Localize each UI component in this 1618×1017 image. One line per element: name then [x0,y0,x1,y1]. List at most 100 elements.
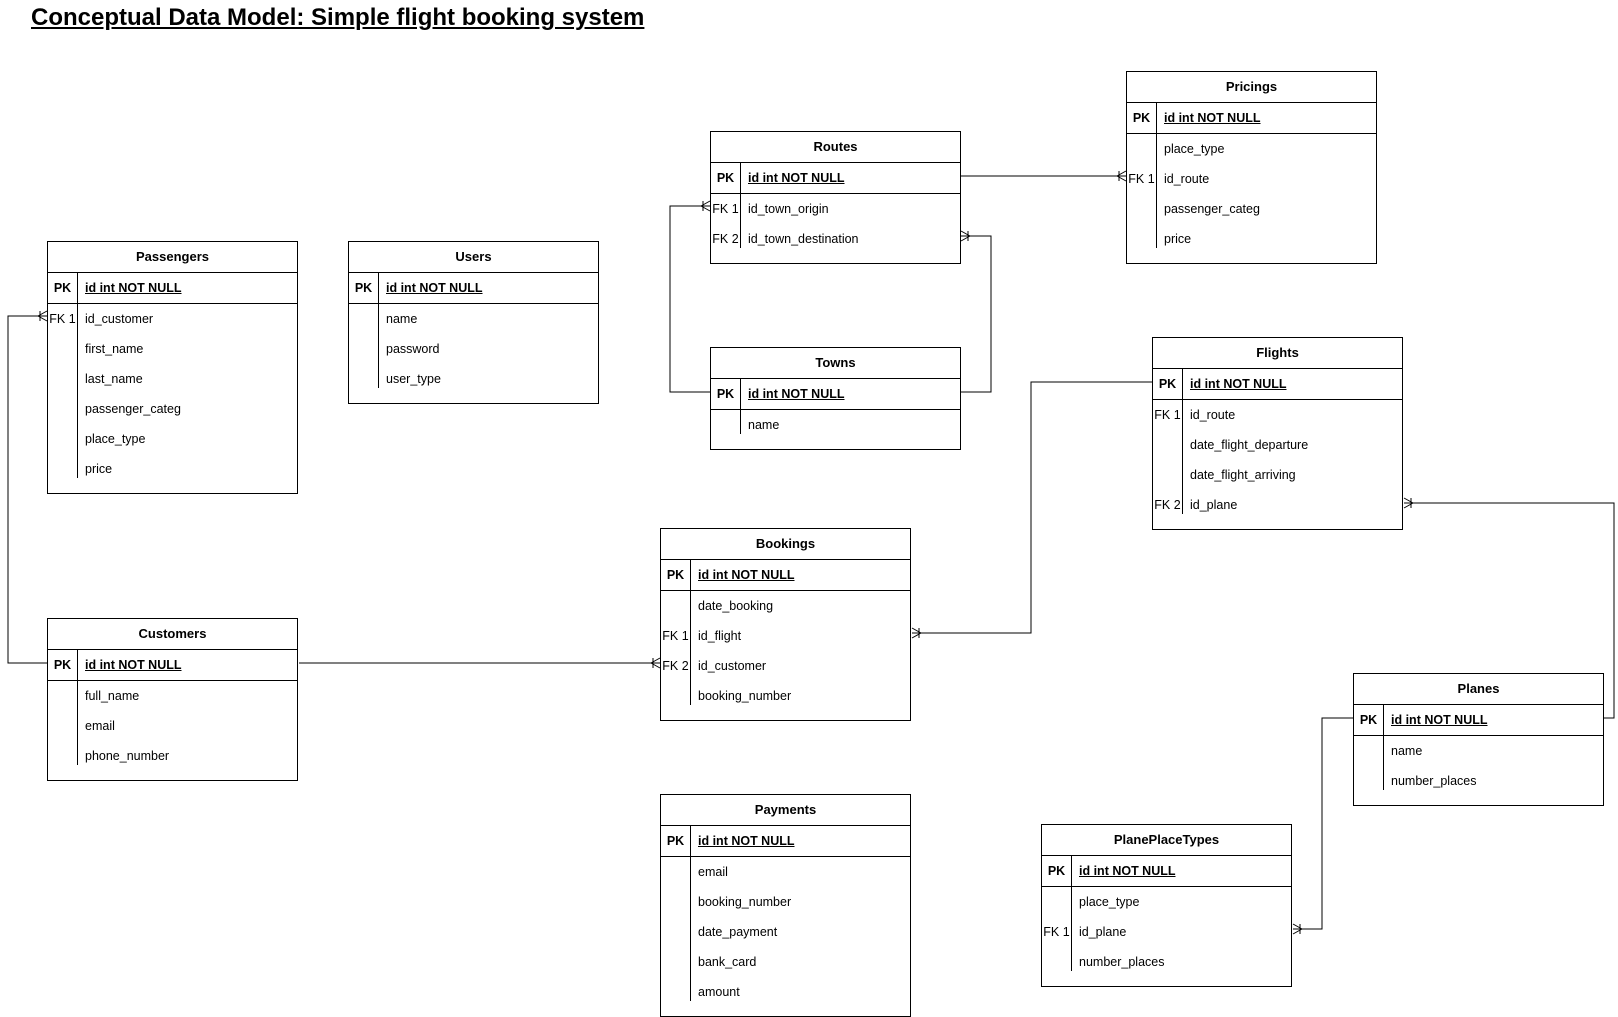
key-marker [48,681,78,711]
key-marker [48,424,78,454]
key-marker [349,304,379,334]
attribute-row[interactable]: bank_card [661,947,910,977]
attribute-name: user_type [386,372,441,386]
attribute-row[interactable]: date_booking [661,591,910,621]
link-towns-routes-destination [961,235,992,393]
attribute-row[interactable]: amount [661,977,910,1007]
key-marker: FK 1 [48,304,78,334]
link-towns-routes-origin [669,205,710,393]
attribute-name: id int NOT NULL [1391,713,1488,727]
attribute-row[interactable]: passenger_categ [48,394,297,424]
key-marker [711,410,741,434]
key-marker [1153,460,1183,490]
attribute-name: place_type [1079,895,1140,909]
key-marker [1042,887,1072,917]
attribute-row[interactable]: name [349,304,598,334]
attribute-name: id int NOT NULL [85,281,182,295]
attribute-name: place_type [1164,142,1225,156]
attribute-row[interactable]: place_type [1042,887,1291,917]
attribute-row[interactable]: price [48,454,297,484]
attribute-name: id int NOT NULL [698,834,795,848]
key-marker [48,741,78,765]
key-marker: FK 1 [1042,917,1072,947]
attribute-row[interactable]: date_flight_departure [1153,430,1402,460]
crowfoot-routes-destination [960,230,971,242]
attribute-name: id int NOT NULL [748,171,845,185]
attribute-name: booking_number [698,895,792,909]
attribute-name: last_name [85,372,143,386]
key-marker [1354,766,1384,790]
attribute-row[interactable]: price [1127,224,1376,254]
attribute-row[interactable]: last_name [48,364,297,394]
attribute-row[interactable]: number_places [1042,947,1291,977]
attribute-row[interactable]: date_flight_arriving [1153,460,1402,490]
key-marker [349,364,379,388]
attribute-row[interactable]: place_type [48,424,297,454]
attribute-row[interactable]: FK 1 id_flight [661,621,910,651]
crowfoot-bookings-customer [650,657,661,669]
entity-title: Planes [1354,674,1603,705]
key-marker [48,454,78,478]
entity-title: Passengers [48,242,297,273]
attribute-row[interactable]: user_type [349,364,598,394]
attribute-row[interactable]: email [661,857,910,887]
attribute-name: place_type [85,432,146,446]
attribute-row[interactable]: number_places [1354,766,1603,796]
attribute-name: id_flight [698,629,742,643]
attribute-row[interactable]: name [711,410,960,440]
attribute-name: date_payment [698,925,778,939]
attribute-row[interactable]: first_name [48,334,297,364]
attribute-row[interactable]: passenger_categ [1127,194,1376,224]
attribute-name: id int NOT NULL [1164,111,1261,125]
key-marker [1127,194,1157,224]
attribute-row[interactable]: booking_number [661,887,910,917]
attribute-row[interactable]: booking_number [661,681,910,711]
key-marker [1127,134,1157,164]
key-marker: FK 1 [661,621,691,651]
key-marker [48,394,78,424]
attribute-row[interactable]: phone_number [48,741,297,771]
key-marker [48,364,78,394]
key-marker: PK [711,379,741,409]
attribute-row[interactable]: place_type [1127,134,1376,164]
attribute-row[interactable]: password [349,334,598,364]
attribute-row[interactable]: email [48,711,297,741]
attribute-row[interactable]: name [1354,736,1603,766]
entity-title: PlanePlaceTypes [1042,825,1291,856]
link-customers-passengers [7,315,47,664]
entity-title: Users [349,242,598,273]
attribute-name: full_name [85,689,140,703]
attribute-row[interactable]: full_name [48,681,297,711]
attribute-row[interactable]: date_payment [661,917,910,947]
